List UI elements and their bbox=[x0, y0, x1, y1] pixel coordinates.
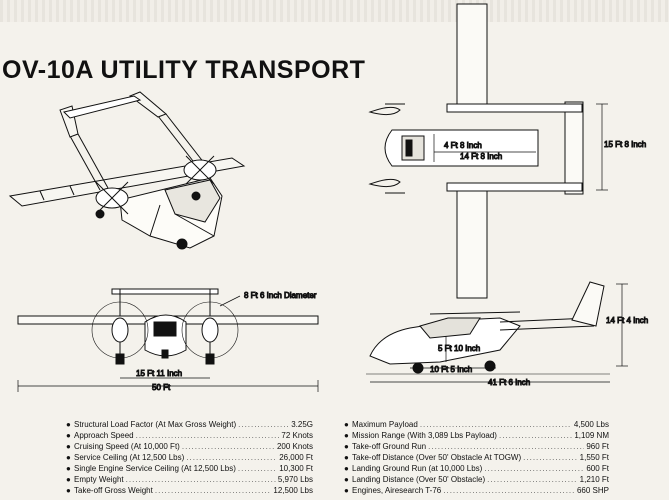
bullet-icon: ● bbox=[344, 486, 349, 495]
spec-label: Landing Distance (Over 50' Obstacle) bbox=[352, 475, 486, 484]
dim-prop-spacing: 15 Ft 11 Inch bbox=[136, 369, 182, 378]
spec-row: ●Service Ceiling (At 12,500 Lbs) 26,000 F… bbox=[66, 452, 313, 463]
specs-right-column: ●Maximum Payload4,500 Lbs ●Mission Range… bbox=[344, 419, 609, 497]
spec-value: 5,970 Lbs bbox=[277, 475, 313, 484]
leader-dots bbox=[186, 452, 277, 463]
leader-dots bbox=[155, 485, 272, 496]
leader-dots bbox=[126, 474, 276, 485]
spec-value: 72 Knots bbox=[281, 431, 313, 440]
leader-dots bbox=[523, 452, 577, 463]
spec-label: Service Ceiling (At 12,500 Lbs) bbox=[74, 453, 185, 462]
spec-label: Approach Speed bbox=[74, 431, 134, 440]
spec-label: Maximum Payload bbox=[352, 420, 418, 429]
bullet-icon: ● bbox=[66, 475, 71, 484]
spec-value: 26,000 Ft bbox=[279, 453, 313, 462]
spec-row: ●Landing Distance (Over 50' Obstacle) 1,2… bbox=[344, 474, 609, 485]
bullet-icon: ● bbox=[344, 431, 349, 440]
spec-value: 1,109 NM bbox=[574, 431, 609, 440]
dim-tail-boom-span: 15 Ft 8 Inch bbox=[604, 140, 646, 149]
dim-cargo-length: 14 Ft 8 Inch bbox=[460, 152, 502, 161]
leader-dots bbox=[499, 430, 572, 441]
spec-row: ●Cruising Speed (At 10,000 Ft) 200 Knots bbox=[66, 441, 313, 452]
leader-dots bbox=[420, 419, 572, 430]
dim-gear-track: 10 Ft 5 Inch bbox=[430, 365, 472, 374]
spec-row: ●Take-off Gross Weight 12,500 Lbs bbox=[66, 485, 313, 496]
perspective-view bbox=[8, 91, 246, 250]
dim-wingspan: 50 Ft bbox=[152, 383, 171, 392]
spec-label: Take-off Distance (Over 50' Obstacle At … bbox=[352, 453, 522, 462]
spec-value: 200 Knots bbox=[276, 442, 313, 451]
leader-dots bbox=[487, 474, 577, 485]
spec-row: ●Approach Speed 72 Knots bbox=[66, 430, 313, 441]
spec-value: 12,500 Lbs bbox=[273, 486, 313, 495]
spec-row: ●Take-off Ground Run 960 Ft bbox=[344, 441, 609, 452]
spec-label: Take-off Gross Weight bbox=[74, 486, 153, 495]
dim-prop-diameter: 8 Ft 6 Inch Diameter bbox=[244, 291, 317, 300]
spec-label: Structural Load Factor (At Max Gross Wei… bbox=[74, 420, 237, 429]
bullet-icon: ● bbox=[66, 486, 71, 495]
spec-label: Single Engine Service Ceiling (At 12,500… bbox=[74, 464, 236, 473]
spec-value: 1,210 Ft bbox=[579, 475, 609, 484]
leader-dots bbox=[238, 419, 289, 430]
spec-row: ●Single Engine Service Ceiling (At 12,50… bbox=[66, 463, 313, 474]
spec-label: Engines, Airesearch T-76 bbox=[352, 486, 442, 495]
leader-dots bbox=[428, 441, 584, 452]
dim-cargo-width: 4 Ft 8 Inch bbox=[444, 141, 482, 150]
dim-cabin-height: 5 Ft 10 Inch bbox=[438, 344, 480, 353]
spec-row: ●Landing Ground Run (at 10,000 Lbs) 600 F… bbox=[344, 463, 609, 474]
spec-row: ●Engines, Airesearch T-76 660 SHP bbox=[344, 485, 609, 496]
bullet-icon: ● bbox=[66, 431, 71, 440]
spec-value: 600 Ft bbox=[586, 464, 609, 473]
spec-value: 10,300 Ft bbox=[279, 464, 313, 473]
scan-bleed-through bbox=[0, 0, 669, 22]
dim-overall-length: 41 Ft 6 Inch bbox=[488, 378, 530, 387]
side-view bbox=[366, 281, 628, 383]
spec-row: ●Take-off Distance (Over 50' Obstacle At… bbox=[344, 452, 609, 463]
bullet-icon: ● bbox=[344, 453, 349, 462]
bullet-icon: ● bbox=[66, 420, 71, 429]
spec-label: Take-off Ground Run bbox=[352, 442, 427, 451]
leader-dots bbox=[443, 485, 575, 496]
leader-dots bbox=[136, 430, 280, 441]
document-title: OV-10A UTILITY TRANSPORT bbox=[2, 56, 366, 84]
spec-label: Mission Range (With 3,089 Lbs Payload) bbox=[352, 431, 497, 440]
bullet-icon: ● bbox=[344, 475, 349, 484]
spec-label: Empty Weight bbox=[74, 475, 124, 484]
spec-label: Cruising Speed (At 10,000 Ft) bbox=[74, 442, 180, 451]
leader-dots bbox=[238, 463, 277, 474]
spec-row: ●Mission Range (With 3,089 Lbs Payload) 1… bbox=[344, 430, 609, 441]
specs-left-column: ●Structural Load Factor (At Max Gross We… bbox=[66, 419, 313, 497]
front-view bbox=[17, 288, 319, 392]
bullet-icon: ● bbox=[344, 464, 349, 473]
spec-value: 3.25G bbox=[291, 420, 313, 429]
dim-height: 14 Ft 4 Inch bbox=[606, 316, 648, 325]
bullet-icon: ● bbox=[344, 442, 349, 451]
spec-value: 660 SHP bbox=[576, 486, 609, 495]
spec-value: 1,550 Ft bbox=[579, 453, 609, 462]
leader-dots bbox=[484, 463, 584, 474]
spec-label: Landing Ground Run (at 10,000 Lbs) bbox=[352, 464, 483, 473]
bullet-icon: ● bbox=[66, 453, 71, 462]
spec-value: 960 Ft bbox=[586, 442, 609, 451]
spec-row: ●Structural Load Factor (At Max Gross We… bbox=[66, 419, 313, 430]
spec-row: ●Maximum Payload 4,500 Lbs bbox=[344, 419, 609, 430]
top-view bbox=[368, 3, 608, 299]
bullet-icon: ● bbox=[66, 442, 71, 451]
spec-value: 4,500 Lbs bbox=[573, 420, 609, 429]
leader-dots bbox=[182, 441, 275, 452]
bullet-icon: ● bbox=[344, 420, 349, 429]
bullet-icon: ● bbox=[66, 464, 71, 473]
spec-row: ●Empty Weight 5,970 Lbs bbox=[66, 474, 313, 485]
